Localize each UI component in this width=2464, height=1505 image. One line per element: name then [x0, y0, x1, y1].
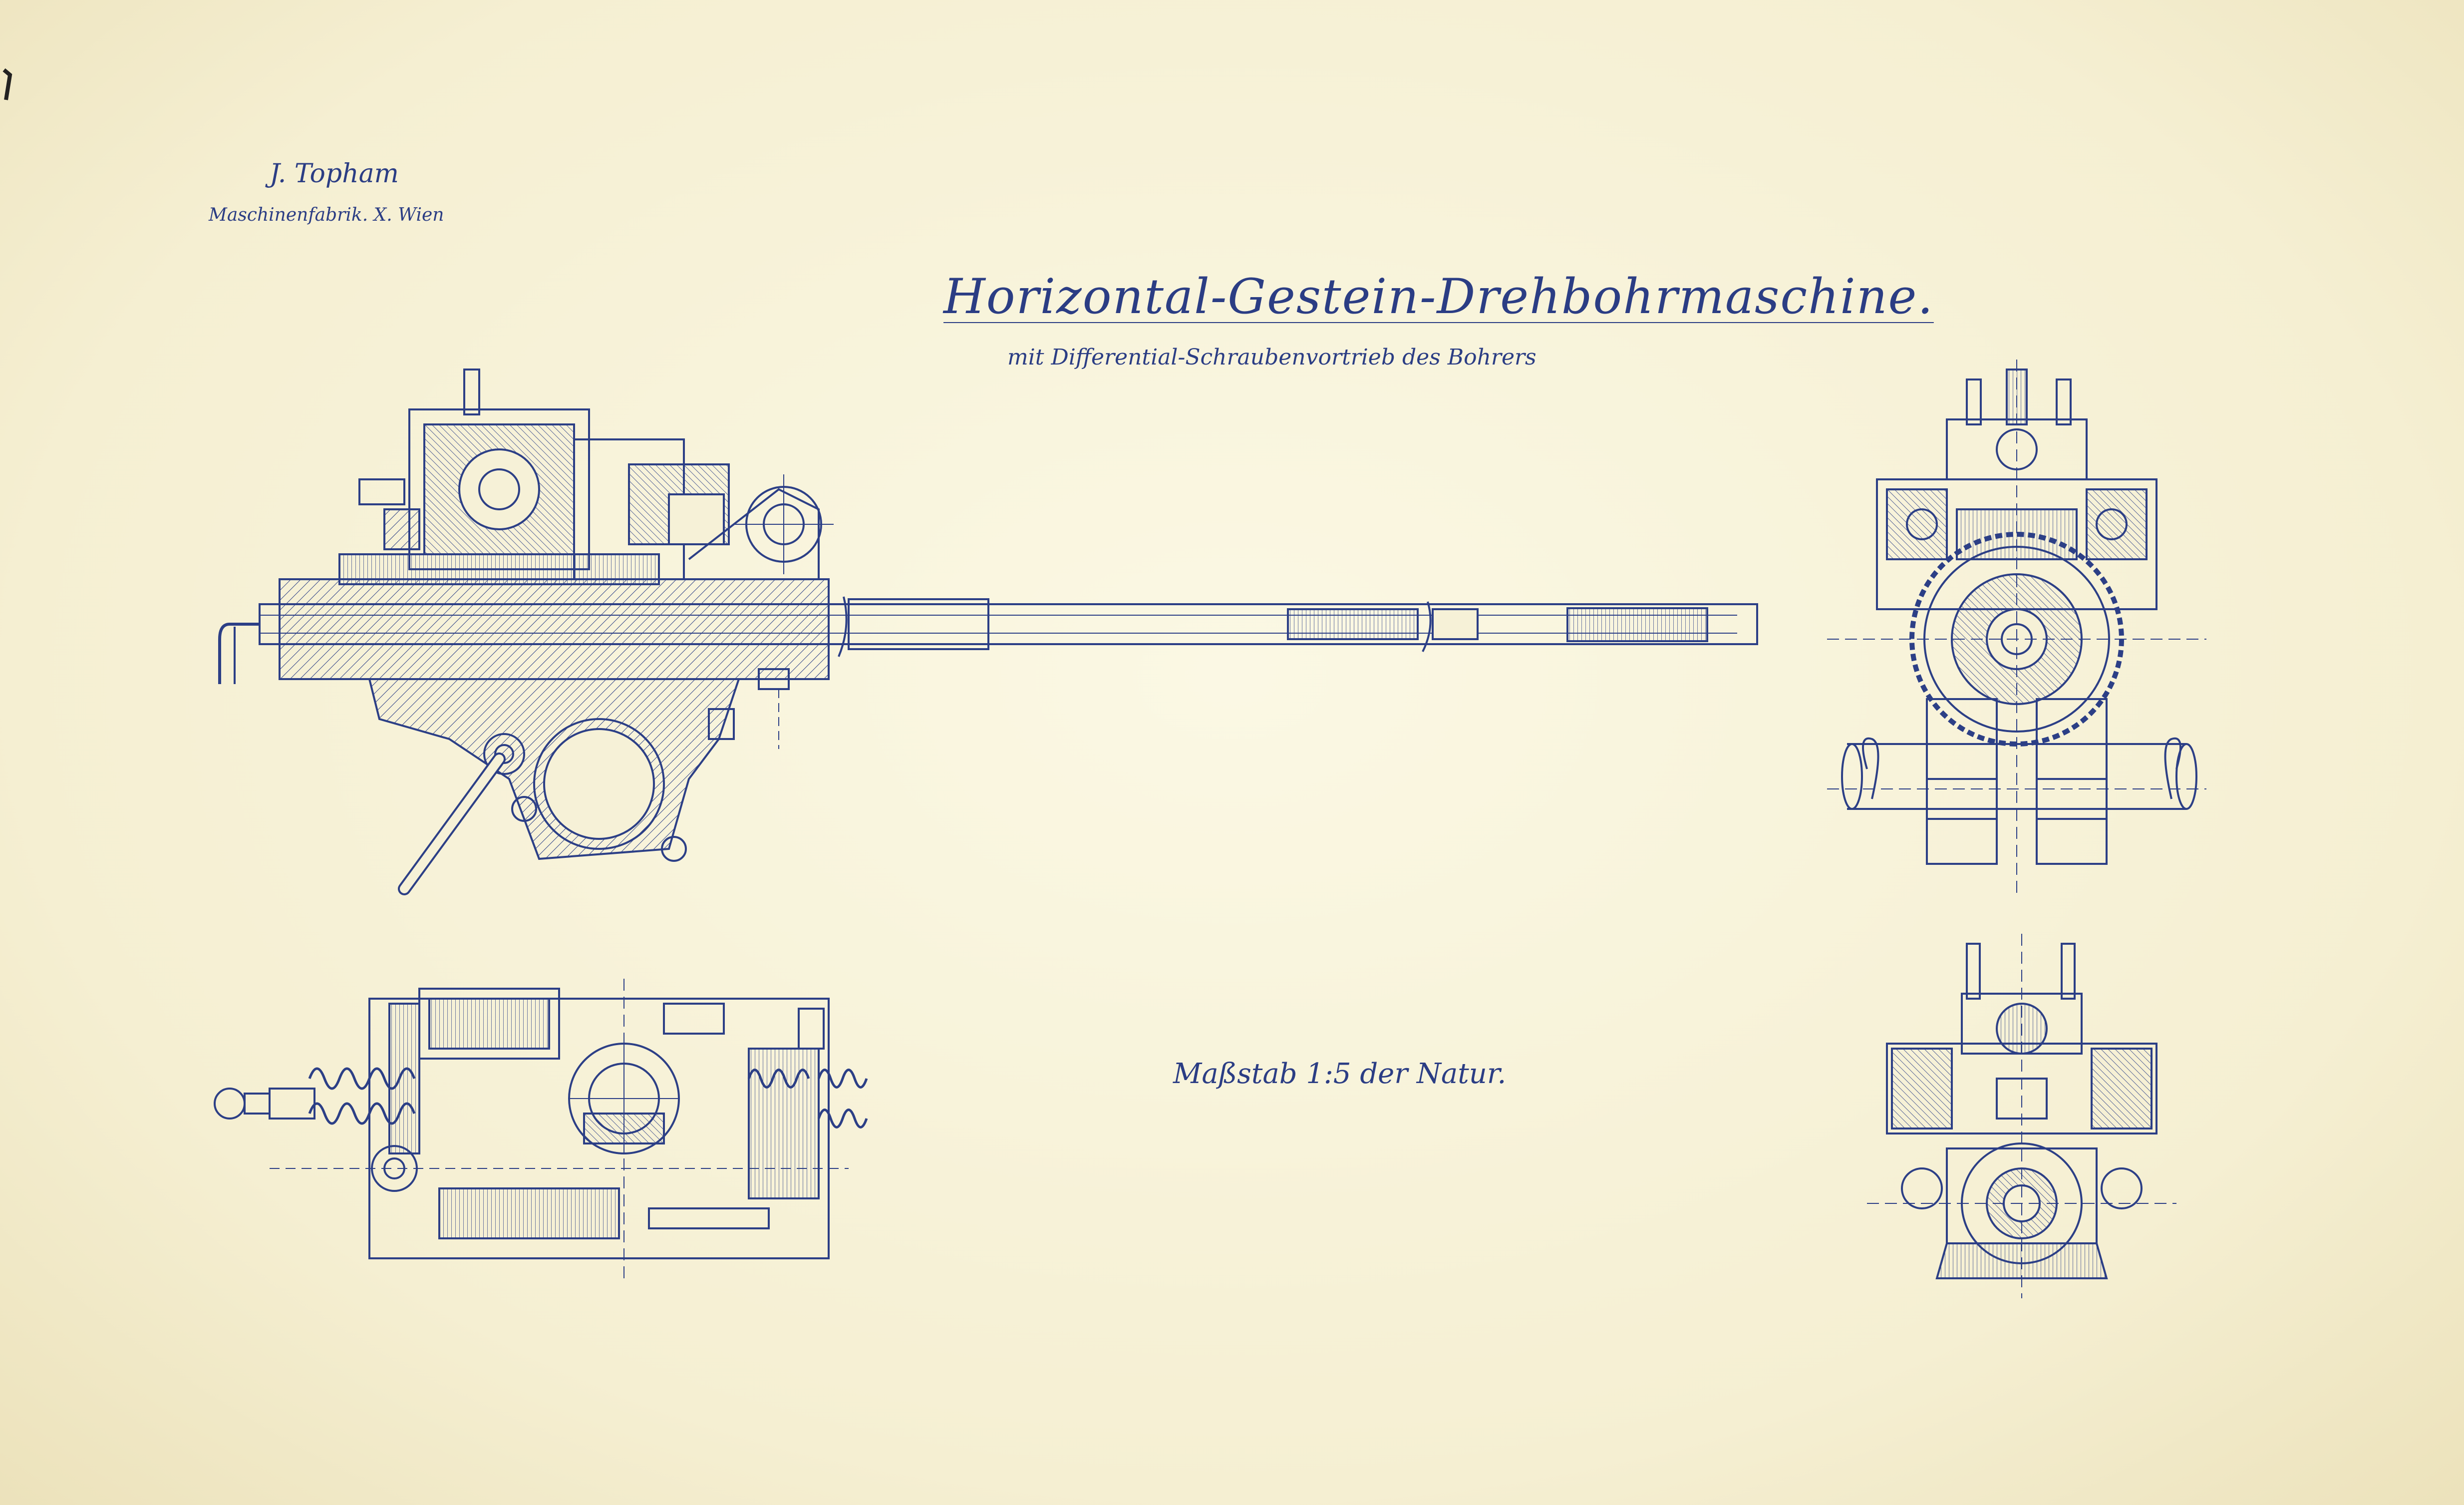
drawing-subtitle: mit Differential-Schraubenvortrieb des B…	[1007, 345, 1537, 370]
drawing-title: Horizontal-Gestein-Drehbohrmaschine.	[943, 269, 1934, 325]
paper-edge-mark	[2, 68, 12, 100]
scale-note: Maßstab 1:5 der Natur.	[1173, 1058, 1507, 1090]
author-company: Maschinenfabrik. X. Wien	[209, 205, 444, 225]
side-elevation-view	[218, 369, 1758, 895]
plan-view	[214, 979, 868, 1278]
end-view	[1867, 934, 2176, 1298]
author-name: J. Topham	[270, 159, 399, 189]
front-view	[1827, 360, 2206, 899]
